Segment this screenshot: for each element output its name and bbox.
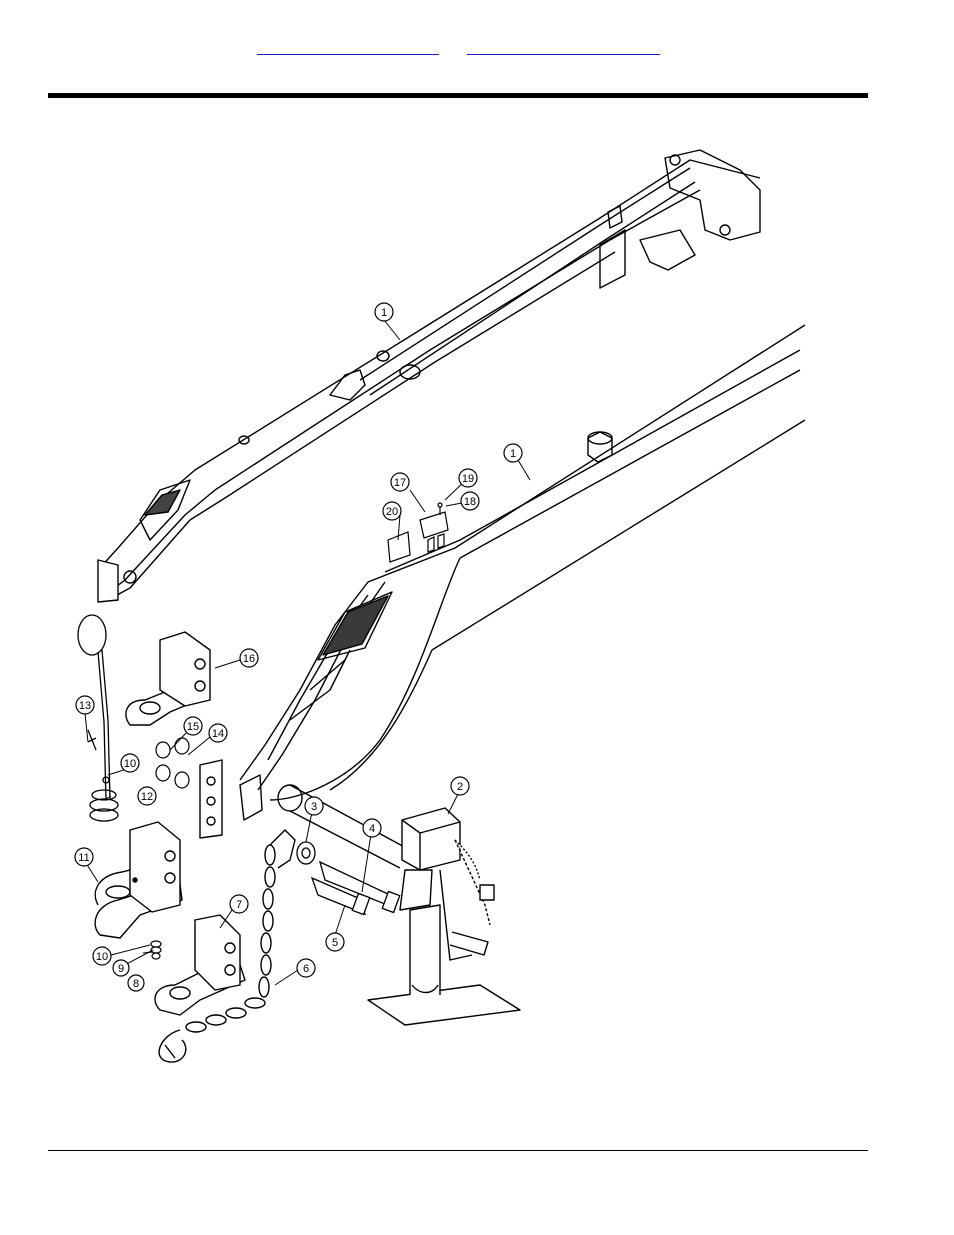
callout-14: 14 [209, 724, 227, 742]
svg-text:12: 12 [141, 791, 153, 803]
callout-18: 18 [461, 492, 479, 510]
header-rule [48, 93, 868, 98]
callout-1-lower: 1 [504, 444, 522, 462]
clevis-hitch-7 [155, 915, 245, 1015]
svg-text:11: 11 [78, 852, 89, 864]
svg-text:17: 17 [394, 477, 406, 489]
callout-17: 17 [391, 473, 409, 491]
svg-text:8: 8 [133, 978, 139, 990]
svg-text:16: 16 [243, 653, 255, 665]
jack-stand [368, 808, 520, 1025]
pin-assembly [78, 615, 118, 821]
svg-text:20: 20 [386, 506, 398, 518]
callout-4: 4 [363, 819, 381, 837]
header-link-right[interactable] [467, 40, 660, 55]
callout-8: 8 [128, 975, 144, 991]
callout-10-upper: 10 [121, 754, 139, 772]
svg-text:2: 2 [457, 781, 463, 793]
callout-6: 6 [297, 959, 315, 977]
lower-hitch-frame [200, 325, 805, 868]
svg-text:10: 10 [124, 758, 136, 770]
callout-3: 3 [305, 797, 323, 815]
callout-5: 5 [326, 933, 344, 951]
callout-20: 20 [383, 502, 401, 520]
callout-7: 7 [230, 895, 248, 913]
header-link-left[interactable] [257, 40, 439, 55]
svg-text:1: 1 [381, 307, 387, 319]
callout-13: 13 [76, 696, 94, 714]
clevis-hitch-16 [126, 632, 210, 725]
callout-16: 16 [240, 649, 258, 667]
callout-2: 2 [451, 777, 469, 795]
svg-text:3: 3 [311, 801, 317, 813]
svg-text:10: 10 [96, 951, 108, 963]
callout-1-upper: 1 [375, 303, 393, 321]
svg-text:1: 1 [510, 448, 516, 460]
callout-15: 15 [184, 717, 202, 735]
callout-12: 12 [138, 787, 156, 805]
svg-text:7: 7 [236, 899, 242, 911]
svg-text:9: 9 [118, 963, 124, 975]
svg-text:5: 5 [332, 937, 338, 949]
callout-10-lower: 10 [93, 947, 111, 965]
footer-rule [48, 1150, 868, 1151]
svg-text:13: 13 [79, 700, 91, 712]
svg-text:19: 19 [462, 473, 474, 485]
callout-11: 11 [75, 848, 93, 866]
svg-text:6: 6 [303, 963, 309, 975]
svg-text:14: 14 [212, 728, 224, 740]
callout-9: 9 [113, 960, 129, 976]
clevis-hitch-11 [95, 822, 182, 938]
callout-19: 19 [459, 469, 477, 487]
svg-text:15: 15 [187, 721, 199, 733]
svg-text:18: 18 [464, 496, 476, 508]
svg-text:4: 4 [369, 823, 375, 835]
pins-and-washers [297, 842, 400, 915]
parts-diagram: 1 1 2 3 4 5 6 7 8 9 10 10 [62, 140, 812, 1080]
